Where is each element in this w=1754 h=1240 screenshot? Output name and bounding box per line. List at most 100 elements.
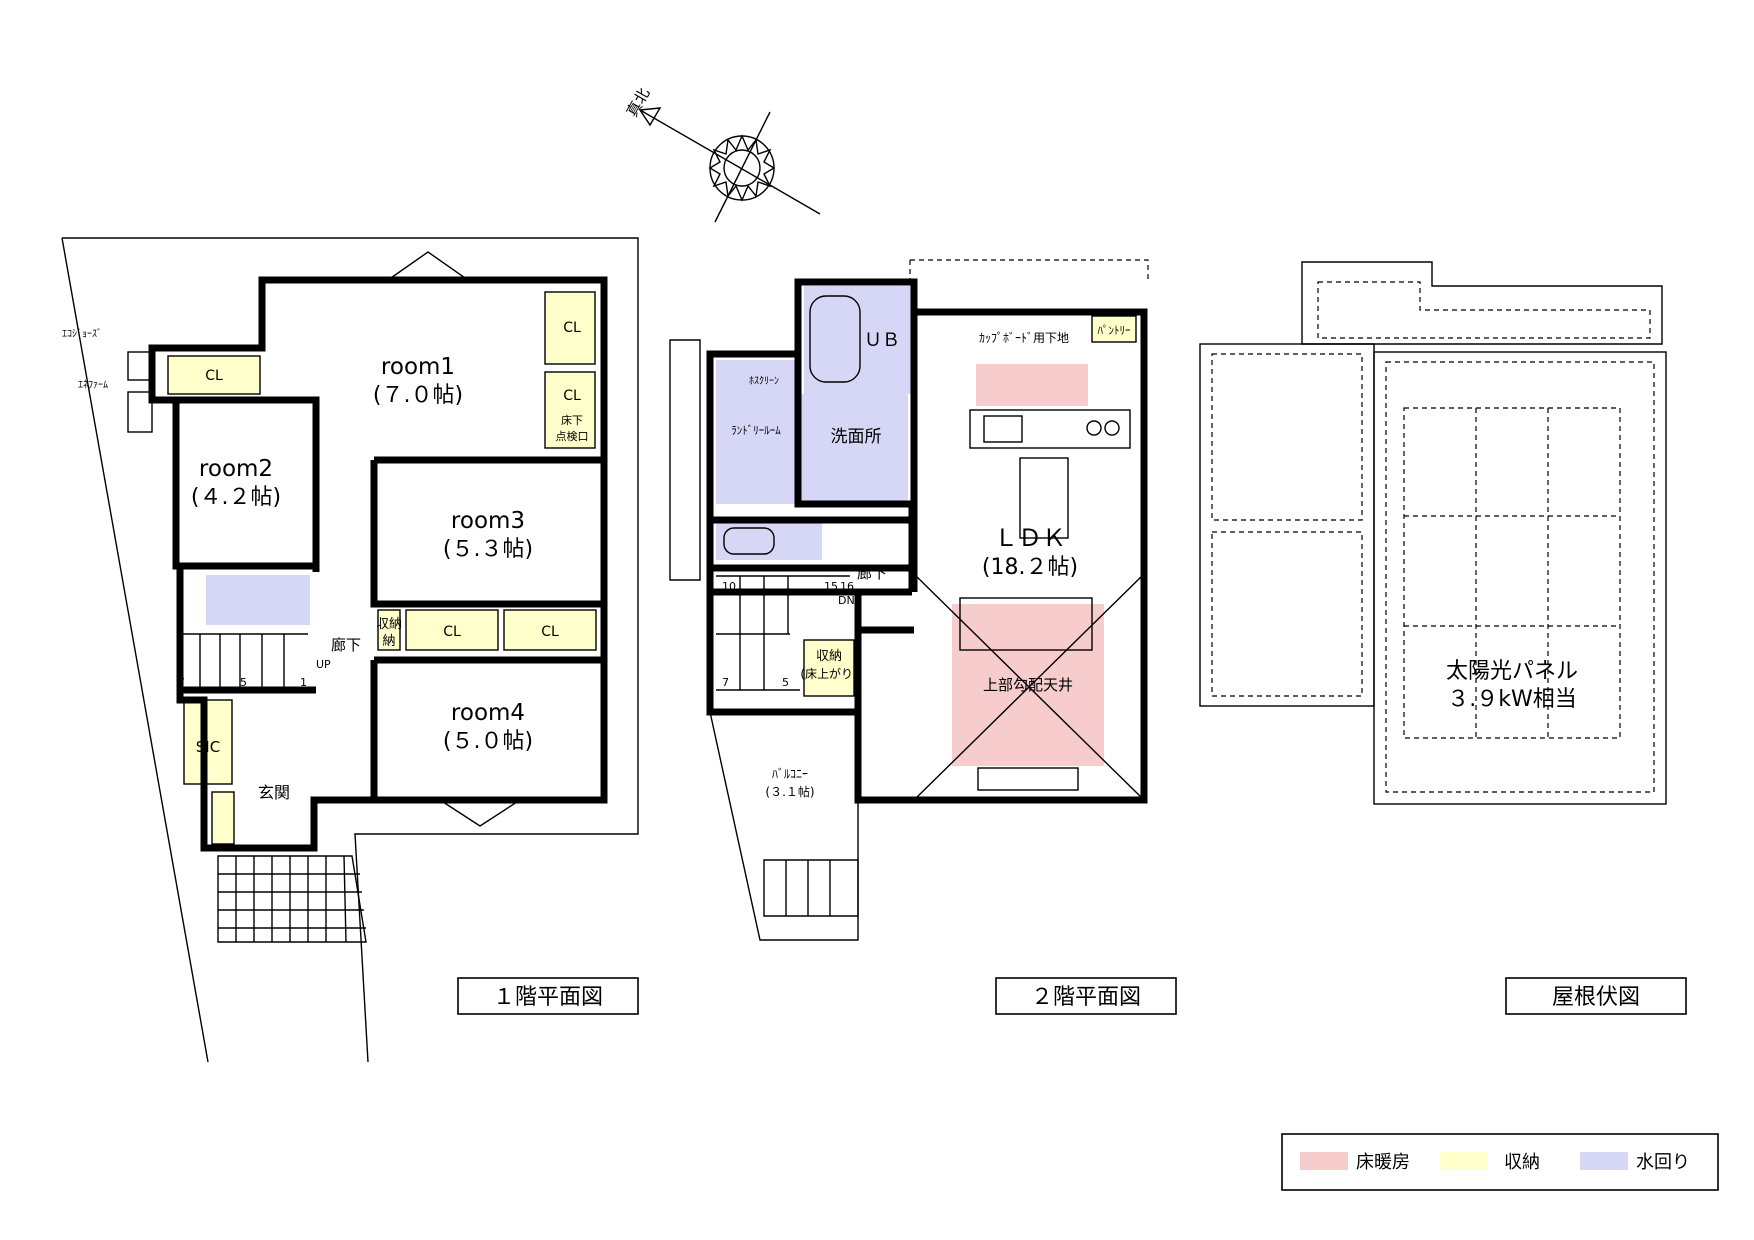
- title-roof: 屋根伏図: [1505, 977, 1687, 1015]
- inspection-1: 床下: [561, 413, 583, 427]
- step-7-2f: 7: [722, 676, 729, 689]
- tv-board: [977, 767, 1079, 791]
- step-10: 10: [722, 580, 736, 593]
- legend-swatch-water: [1580, 1152, 1628, 1170]
- cupboard-label: ｶｯﾌﾟﾎﾞｰﾄﾞ用下地: [979, 331, 1069, 345]
- cl-room4: CL: [541, 624, 559, 640]
- step-15: 15: [824, 580, 838, 593]
- storage-2f: [803, 639, 855, 697]
- roof-top: [1301, 261, 1663, 345]
- title-floor2-text: ２階平面図: [1031, 985, 1141, 1010]
- pantry-label: ﾊﾟﾝﾄﾘｰ: [1098, 324, 1131, 337]
- legend-swatch-floor-heating: [1300, 1152, 1348, 1170]
- legend-label-water: 水回り: [1636, 1152, 1690, 1173]
- legend: 床暖房 収納 水回り: [1281, 1133, 1719, 1191]
- dn-label: DN: [838, 594, 855, 607]
- room4-size: (５.０帖): [443, 729, 533, 754]
- kitchen-counter: [969, 409, 1131, 449]
- compass-rays: [708, 134, 776, 202]
- inspection-2: 点検口: [556, 429, 589, 443]
- ecojoze-label: ｴｺｼﾞｮｰｽﾞ: [62, 328, 102, 340]
- step-5-2f: 5: [782, 676, 789, 689]
- balcony-size: (３.１帖): [765, 784, 814, 799]
- entrance-label: 玄関: [258, 783, 290, 802]
- roof-top-dashed: [1317, 281, 1651, 339]
- toilet-icon-2f: [723, 527, 775, 555]
- title-floor1: １階平面図: [457, 977, 639, 1015]
- corridor-1f-label: 廊下: [331, 636, 361, 654]
- step-1-1f: 1: [300, 676, 307, 689]
- shoe-closet: [183, 699, 233, 785]
- bay-window-room4: [437, 799, 523, 827]
- closet-room1-a: [544, 291, 596, 365]
- entrance-porch: [217, 855, 367, 943]
- ecojoze-unit: [127, 351, 153, 381]
- enefarm-unit: [127, 391, 153, 433]
- heated-floor-living: [952, 604, 1104, 766]
- laundry-label: ﾗﾝﾄﾞﾘｰﾙｰﾑ: [731, 424, 781, 437]
- side-eave-2f: [669, 339, 701, 581]
- compass: 真北: [623, 85, 821, 223]
- step-5-1f: 5: [240, 676, 247, 689]
- balcony-outline: [709, 711, 859, 941]
- entrance-storage: [211, 791, 235, 845]
- hosclean-label: ﾎｽｸﾘｰﾝ: [749, 375, 779, 387]
- step-16: 16: [840, 580, 854, 593]
- room3-size: (５.３帖): [443, 537, 533, 562]
- closet-room2: [167, 355, 261, 395]
- laundry-room: [716, 360, 798, 504]
- legend-label-storage: 収納: [1504, 1152, 1540, 1173]
- cl-room1-a: CL: [563, 320, 581, 336]
- step-7-1f: 7: [178, 676, 185, 689]
- roof-west-dashed: [1211, 353, 1363, 697]
- legend-swatch-storage: [1440, 1152, 1488, 1170]
- dining-table: [1019, 457, 1069, 539]
- sloped-ceiling-lines: [913, 573, 1145, 801]
- storage-1f-label: 収納: [376, 617, 402, 632]
- toilet-1f: [206, 575, 310, 625]
- title-floor2: ２階平面図: [995, 977, 1177, 1015]
- room1-size: (７.０帖): [373, 383, 463, 408]
- sic-label: SIC: [196, 738, 220, 756]
- storage-1f-label-2: 納: [382, 634, 395, 649]
- ceiling-label: 上部勾配天井: [983, 676, 1073, 694]
- up-label: UP: [316, 658, 331, 671]
- sofa: [959, 597, 1093, 651]
- corridor-2f-label: 廊下: [857, 564, 887, 582]
- roof-west: [1199, 343, 1375, 707]
- balcony-label: ﾊﾞﾙｺﾆｰ: [772, 767, 808, 781]
- eave-top-2f: [909, 259, 1149, 282]
- washroom-label: 洗面所: [831, 427, 882, 447]
- room2-label: room2: [199, 456, 273, 482]
- roof-plan: 太陽光パネル ３.９kW相当: [1199, 261, 1667, 805]
- bathtub-icon: [809, 295, 861, 383]
- ldk-size: (18.２帖): [982, 555, 1078, 580]
- cl-room2: CL: [205, 368, 223, 384]
- sink-icon: [983, 415, 1023, 443]
- heated-floor-kitchen: [976, 364, 1088, 406]
- roof-main: [1373, 351, 1667, 805]
- room3-label: room3: [451, 508, 525, 534]
- title-roof-text: 屋根伏図: [1552, 985, 1640, 1010]
- closet-room4: [503, 609, 597, 651]
- floor1-plan: 7 5 1 room1 (７.０帖) room2 (４.２帖) room3 (５…: [61, 237, 639, 1063]
- storage-corridor: [377, 609, 401, 651]
- cl-room3: CL: [443, 624, 461, 640]
- legend-label-floor-heating: 床暖房: [1356, 1152, 1410, 1173]
- solar-capacity: ３.９kW相当: [1447, 687, 1577, 712]
- closet-room3: [405, 609, 499, 651]
- room2-size: (４.２帖): [191, 485, 281, 510]
- storage-2f-sub: (床上がり): [800, 666, 857, 681]
- roof-main-dashed: [1385, 361, 1655, 793]
- stairs-1f: 7 5 1: [178, 633, 308, 691]
- bay-window-room1: [385, 251, 471, 281]
- stove-icon: [1086, 420, 1102, 436]
- room4-label: room4: [451, 700, 525, 726]
- enefarm-label: ｴﾈﾌｧｰﾑ: [78, 379, 108, 391]
- stove-icon-2: [1104, 420, 1120, 436]
- solar-label: 太陽光パネル: [1446, 659, 1578, 684]
- ub-label: ＵＢ: [864, 330, 900, 351]
- title-floor1-text: １階平面図: [493, 985, 603, 1010]
- ldk-label: ＬＤＫ: [994, 524, 1066, 552]
